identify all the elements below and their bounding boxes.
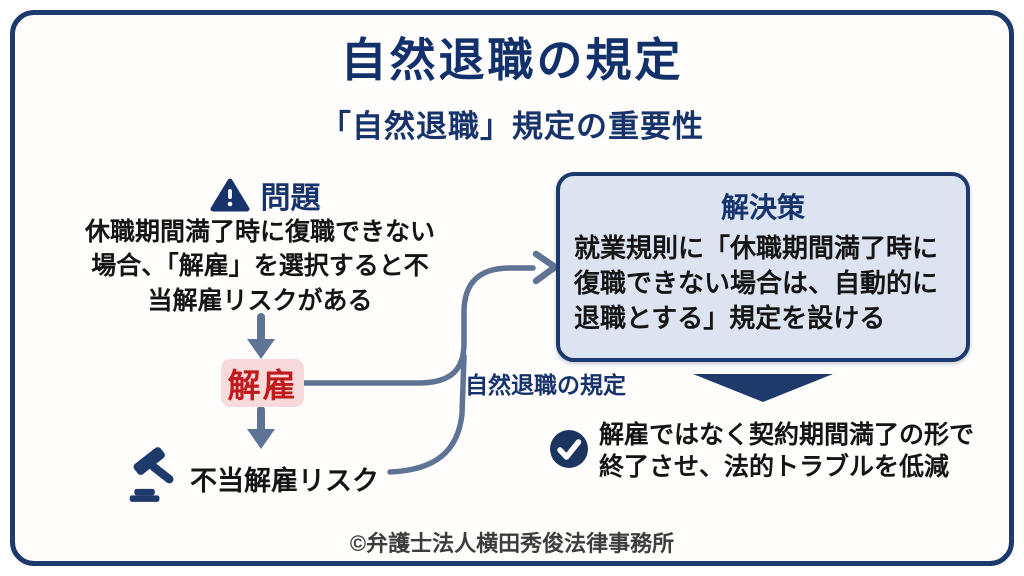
problem-heading-label: 問題 [260,182,321,215]
solution-body: 就業規則に「休職期間満了時に 復職できない場合は、自動的に 退職とする」規定を設… [574,233,939,333]
result-text: 解雇ではなく契約期間満了の形で 終了させ、法的トラブルを低減 [599,421,975,482]
dismissal-label: 解雇 [227,367,298,404]
dismissal-box: 解雇 [221,359,304,407]
solution-box: 解決策 就業規則に「休職期間満了時に 復職できない場合は、自動的に 退職とする」… [556,172,970,362]
warning-icon [210,178,249,212]
page-subtitle: 「自然退職」規定の重要性 [320,109,704,144]
copyright: ©弁護士法人横田秀俊法律事務所 [349,531,675,556]
solution-heading: 解決策 [720,192,805,223]
risk-item: 不当解雇リスク [126,446,379,502]
problem-body: 休職期間満了時に復職できない 場合、「解雇」を選択すると不 当解雇リスクがある [84,218,435,315]
gavel-icon [129,447,174,502]
check-circle-icon [550,430,588,468]
page-title: 自然退職の規定 [340,34,684,86]
problem-heading: 問題 [70,173,460,217]
risk-label: 不当解雇リスク [190,465,379,496]
flow-label: 自然退職の規定 [465,372,626,398]
